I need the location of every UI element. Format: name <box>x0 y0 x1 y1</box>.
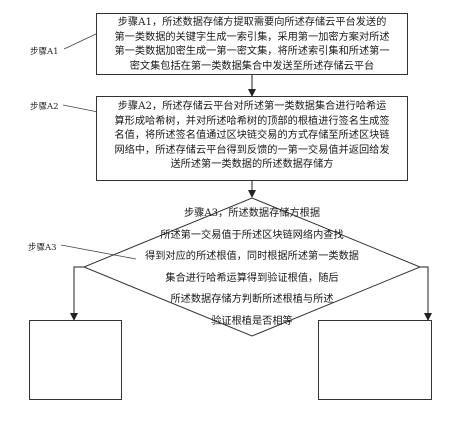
yes-branch-box <box>29 320 122 400</box>
step-a1-label: 步骤A1 <box>30 47 59 57</box>
leader-a1 <box>63 33 97 50</box>
step-a3-text: 步骤A3，所述数据存储方根据 所述第一交易值于所述区块链网络内查找 得到对应的所… <box>145 208 359 327</box>
leader-a3 <box>60 244 137 260</box>
step-a1-box: 步骤A1，所述数据存储方提取需要向所述存储云平台发送的 第一类数据的关键字生成一… <box>96 13 408 75</box>
step-a2-box: 步骤A2，所述存储云平台对所述第一类数据集合进行哈希运 算形成哈希树，并对所述哈… <box>96 96 408 181</box>
step-a2-label: 步骤A2 <box>30 102 59 112</box>
arrow-yes <box>70 266 84 321</box>
step-a3-label: 步骤A3 <box>28 243 57 253</box>
arrow-no <box>420 266 432 321</box>
decision-diamond <box>82 197 422 337</box>
no-branch-box <box>318 320 432 400</box>
